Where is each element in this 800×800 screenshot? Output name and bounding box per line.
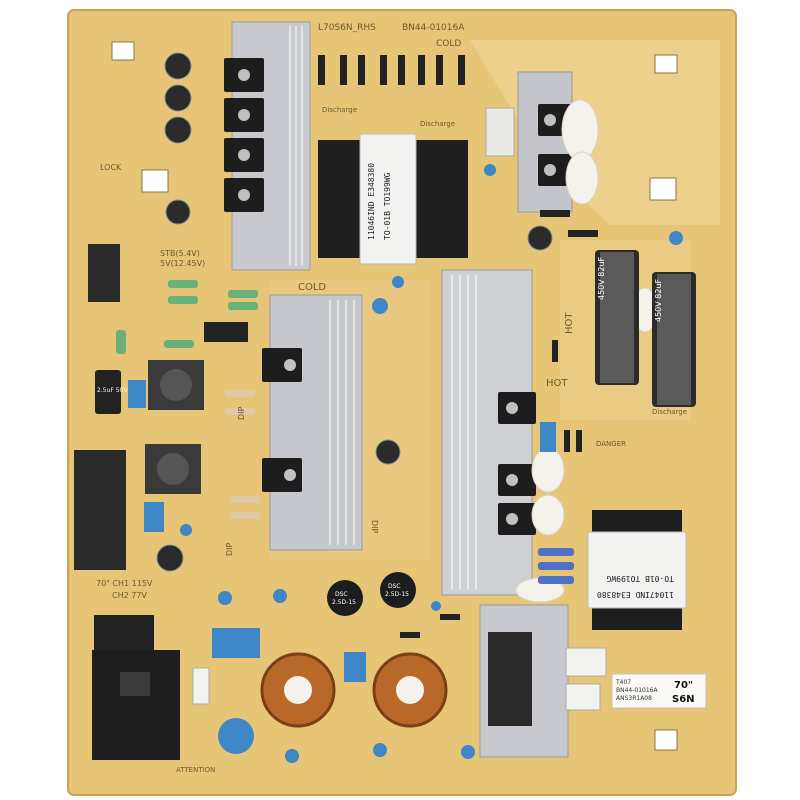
mounting-hole xyxy=(649,177,677,201)
sticker-line2: BN44-01016A xyxy=(616,687,658,694)
big-capacitor: 450V 82uF xyxy=(652,272,696,407)
connector-small xyxy=(88,244,120,302)
silk-dip-left: DIP xyxy=(237,406,246,420)
silk-dip-mid: DIP xyxy=(370,520,379,534)
blue-capacitors xyxy=(128,164,683,763)
sticker-size: 70" xyxy=(674,680,693,691)
small-capacitor-label: 2.5uF 50V xyxy=(97,387,128,394)
transformer-right-label-line1: 11047IND E348380 xyxy=(597,590,674,599)
mosfet-group-middle xyxy=(262,348,302,492)
transformer-right: 11047IND E348380 TO-01B TO199WG xyxy=(587,510,687,630)
product-sticker: T407 BN44-01016A ANS3R1A08 70" S6N xyxy=(611,673,707,709)
mounting-hole xyxy=(654,54,678,74)
silk-channel2: CH2 77V xyxy=(112,591,147,600)
silk-discharge2: Discharge xyxy=(420,120,455,128)
thermistor-label: 2.5D-15 xyxy=(385,591,409,598)
silkscreen-text: L70S6N_RHS BN44-01016A COLD COLD HOT HOT… xyxy=(96,23,687,774)
mosfet-group-top xyxy=(224,58,264,212)
toroid-coils xyxy=(260,652,448,728)
mounting-hole xyxy=(111,41,135,61)
silk-discharge1: Discharge xyxy=(322,106,357,114)
sticker-model: S6N xyxy=(672,694,695,705)
x-capacitors xyxy=(192,647,607,711)
silk-dip-lower: DIP xyxy=(225,542,234,556)
thermistor-label: 2.5D-15 xyxy=(332,599,356,606)
ac-inlet xyxy=(92,650,180,760)
heatsink-middle xyxy=(269,294,363,551)
silk-standby: STB(5.4V) xyxy=(160,249,200,258)
mounting-hole xyxy=(654,729,678,751)
ntc-thermistors: DSC 2.5D-15 DSC 2.5D-15 xyxy=(327,572,416,616)
silk-cold-top: COLD xyxy=(436,39,461,49)
silk-part-number: BN44-01016A xyxy=(402,23,465,33)
film-capacitor xyxy=(485,107,515,157)
silk-attention: ATTENTION xyxy=(176,766,215,774)
connector-main xyxy=(74,450,126,570)
big-capacitor: 450V 82uF xyxy=(595,250,639,385)
silk-danger: DANGER xyxy=(596,440,626,448)
mounting-hole xyxy=(141,169,169,193)
small-components xyxy=(116,55,598,638)
silk-cold-mid: COLD xyxy=(298,282,326,293)
heatsink-right xyxy=(441,269,533,596)
silk-lock: LOCK xyxy=(100,163,122,172)
sticker-line1: T407 xyxy=(615,679,631,686)
transformer-right-label-line2: TO-01B TO199WG xyxy=(606,574,674,583)
thermistor-label: DSC xyxy=(335,591,348,598)
mosfet-group-right xyxy=(498,104,574,535)
silk-discharge3: Discharge xyxy=(652,408,687,416)
big-capacitor-label: 450V 82uF xyxy=(654,278,663,322)
electrolytic-capacitors: 450V 82uF 450V 82uF 2.5uF 50V xyxy=(95,52,696,572)
transformer-top-label-line1: 11046IND E348380 xyxy=(367,163,376,240)
thermistor-label: DSC xyxy=(388,583,401,590)
transformer-top: 11046IND E348380 TO-01B TO199WG xyxy=(318,133,468,265)
silk-hot-right: HOT xyxy=(564,312,575,334)
heatsink-bridge xyxy=(479,604,569,758)
inductor-chokes xyxy=(145,360,204,494)
bridge-rectifier xyxy=(488,632,532,726)
silk-standby2: 5V(12.45V) xyxy=(160,259,205,268)
connectors xyxy=(74,244,180,760)
silk-model: L70S6N_RHS xyxy=(318,23,376,33)
silk-hot-mid: HOT xyxy=(546,378,568,389)
transformer-top-label-line2: TO-01B TO199WG xyxy=(383,172,392,240)
sticker-line3: ANS3R1A08 xyxy=(616,695,652,702)
silk-channel1: 70" CH1 115V xyxy=(96,579,153,588)
big-capacitor-label: 450V 82uF xyxy=(597,256,606,300)
